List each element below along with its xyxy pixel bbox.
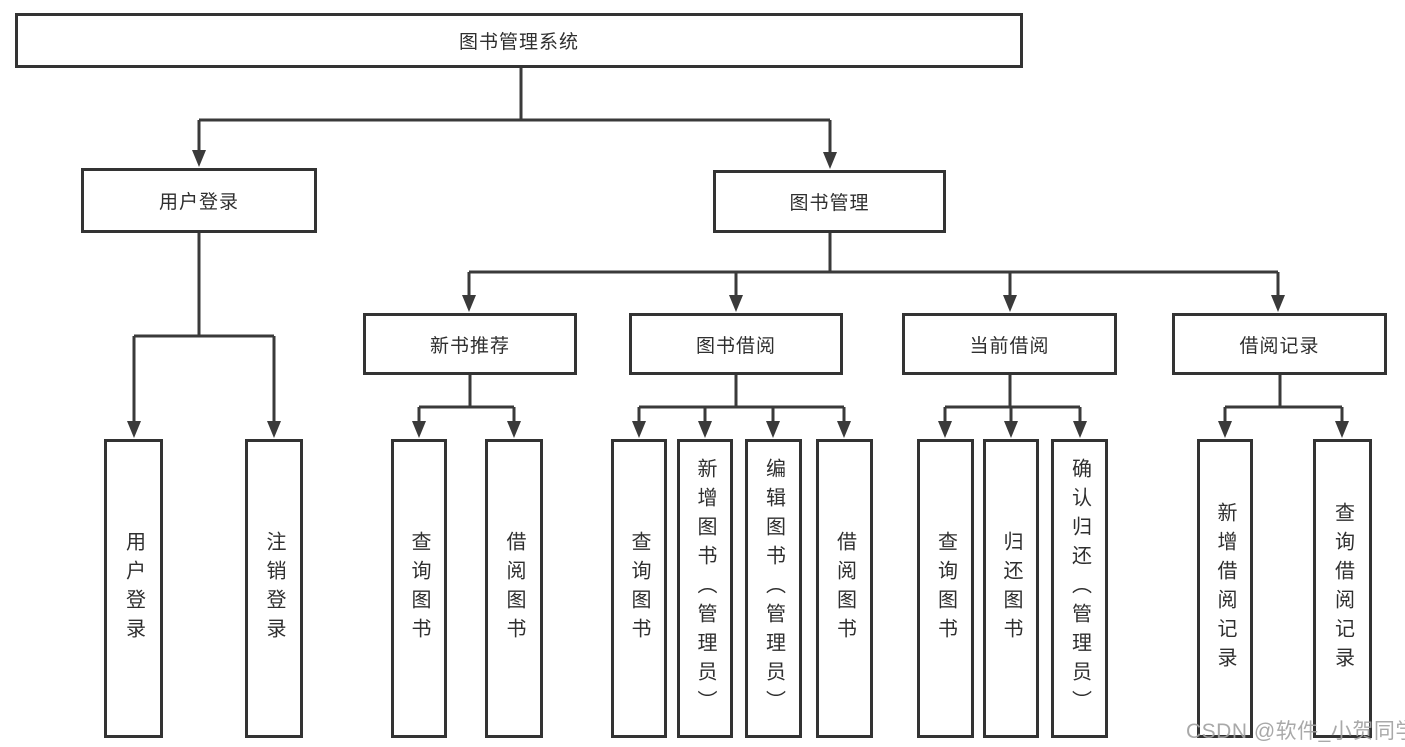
tree-edges	[132, 68, 1344, 424]
node-book-management-label: 图书管理	[789, 193, 870, 214]
node-book-management: 图书管理	[713, 170, 946, 233]
leaf-return-books-label: 归还图书	[1000, 530, 1022, 647]
node-borrowing-records-label: 借阅记录	[1239, 335, 1320, 357]
node-user-login-label: 用户登录	[158, 192, 239, 213]
leaf-query-books-recommend: 查询图书	[391, 439, 447, 738]
node-user-login: 用户登录	[81, 168, 317, 233]
leaf-user-login-label: 用户登录	[122, 530, 145, 647]
leaf-query-books-recommend-label: 查询图书	[408, 530, 430, 647]
leaf-return-books: 归还图书	[983, 439, 1039, 738]
leaf-add-borrow-record-label: 新增借阅记录	[1214, 501, 1236, 676]
node-new-book-recommend-label: 新书推荐	[429, 335, 510, 357]
leaf-edit-books-admin-label: 编辑图书（管理员）	[762, 458, 785, 719]
node-borrowing-records: 借阅记录	[1172, 313, 1387, 375]
leaf-borrow-books: 借阅图书	[816, 439, 873, 738]
leaf-logout-label: 注销登录	[263, 530, 285, 647]
node-library-system: 图书管理系统	[15, 13, 1023, 68]
node-current-borrowing-label: 当前借阅	[969, 335, 1050, 357]
leaf-query-borrow-record: 查询借阅记录	[1313, 439, 1372, 738]
leaf-borrow-books-recommend: 借阅图书	[485, 439, 543, 738]
node-library-system-label: 图书管理系统	[458, 32, 579, 53]
leaf-borrow-books-recommend-label: 借阅图书	[503, 530, 525, 647]
leaf-logout: 注销登录	[245, 439, 303, 738]
leaf-add-borrow-record: 新增借阅记录	[1197, 439, 1253, 738]
leaf-add-books-admin: 新增图书（管理员）	[677, 439, 733, 738]
leaf-query-books-current: 查询图书	[917, 439, 974, 738]
leaf-confirm-return-admin: 确认归还（管理员）	[1051, 439, 1108, 738]
leaf-query-books-borrow: 查询图书	[611, 439, 667, 738]
leaf-borrow-books-label: 借阅图书	[833, 530, 856, 647]
leaf-user-login: 用户登录	[104, 439, 163, 738]
leaf-query-books-borrow-label: 查询图书	[628, 530, 650, 647]
watermark-text: CSDN @软件_小贺同学	[1186, 720, 1405, 743]
leaf-confirm-return-admin-label: 确认归还（管理员）	[1068, 458, 1091, 719]
leaf-query-borrow-record-label: 查询借阅记录	[1331, 501, 1354, 676]
leaf-edit-books-admin: 编辑图书（管理员）	[745, 439, 802, 738]
node-book-borrowing: 图书借阅	[629, 313, 843, 375]
leaf-query-books-current-label: 查询图书	[934, 530, 957, 647]
node-book-borrowing-label: 图书借阅	[695, 335, 776, 357]
node-new-book-recommend: 新书推荐	[363, 313, 577, 375]
leaf-add-books-admin-label: 新增图书（管理员）	[694, 458, 716, 719]
node-current-borrowing: 当前借阅	[902, 313, 1117, 375]
